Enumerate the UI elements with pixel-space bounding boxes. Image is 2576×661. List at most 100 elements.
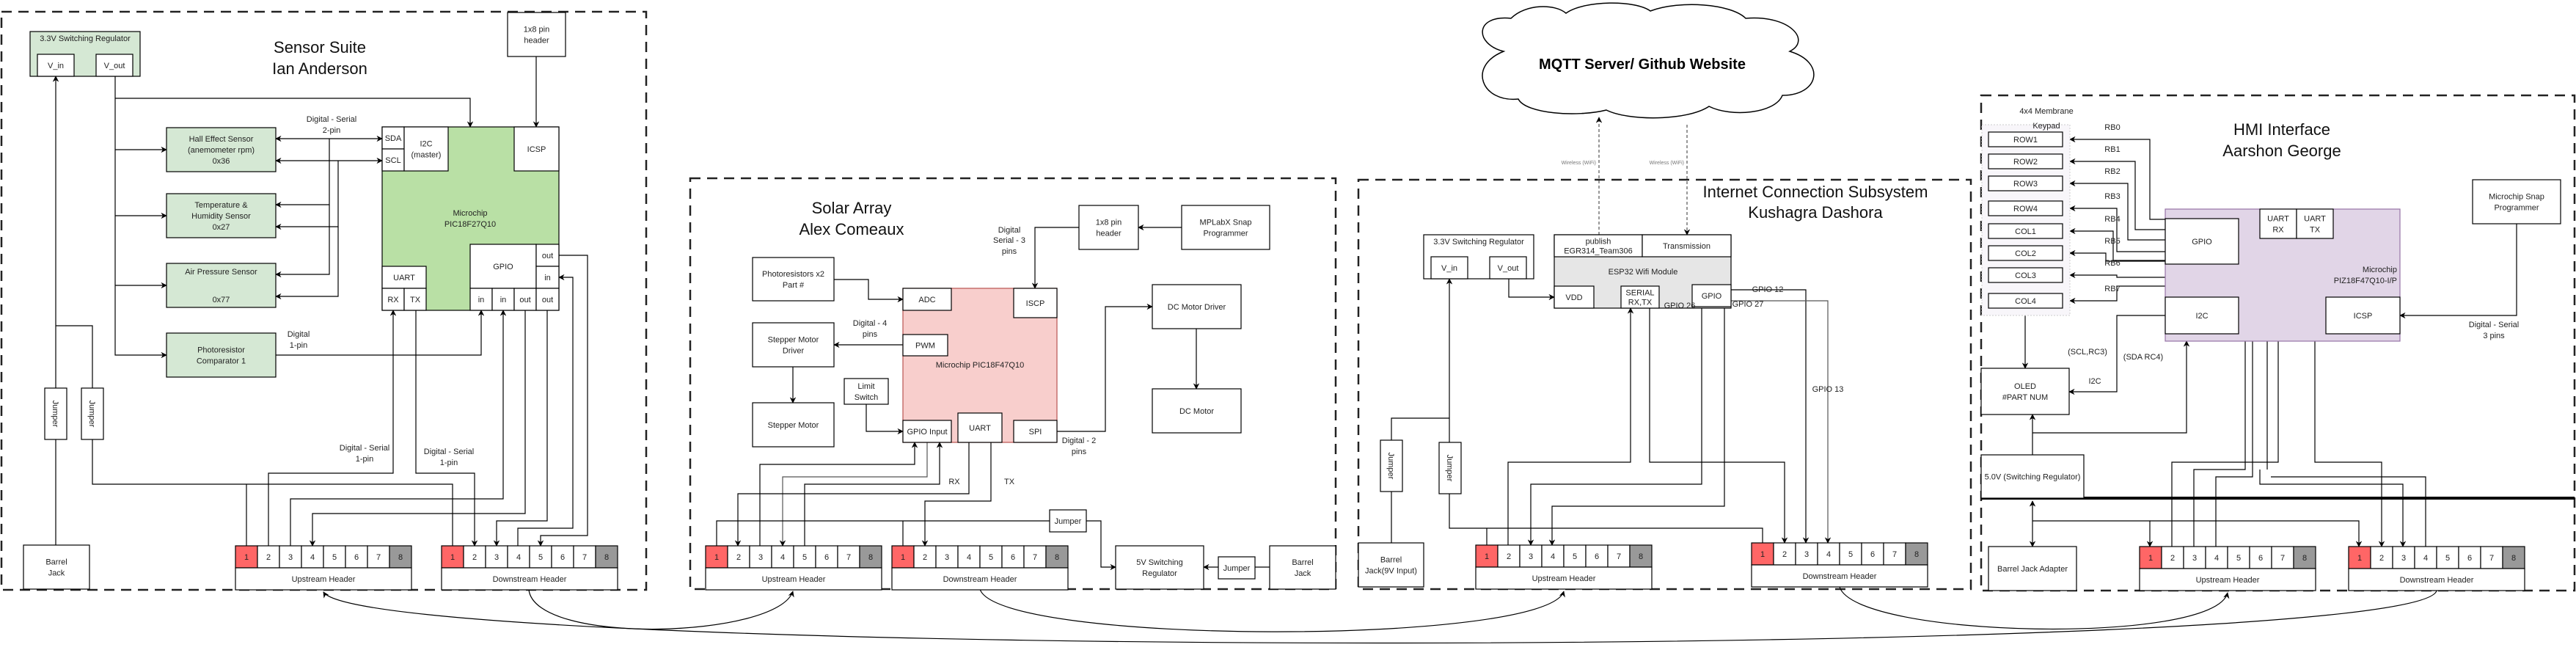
wireless-label: Wireless (WiFi) (1562, 161, 1596, 166)
header-pin-7: 7 (837, 545, 860, 569)
header-pin-7: 7 (1023, 545, 1047, 569)
wire (804, 442, 943, 546)
keypad-group (1981, 124, 2071, 316)
wire (2271, 476, 2426, 547)
pin-number: 2 (2170, 554, 2175, 563)
wire (2069, 205, 2165, 252)
esp32-label: ESP32 Wifi Module (1609, 268, 1678, 277)
regulator-5v-label: 5V Switching (1136, 558, 1183, 567)
jumper: Jumper (81, 387, 104, 440)
stepper-motor-driver-label: Driver (783, 347, 805, 356)
header-pin-3: 3 (1519, 544, 1543, 568)
pin-number: 4 (2214, 554, 2219, 563)
pin-number: 5 (2236, 554, 2241, 563)
rb-pin-label: RB7 (2104, 285, 2120, 293)
header-label: Upstream Header (1532, 574, 1596, 583)
rb-pin-label: RB0 (2104, 123, 2120, 132)
section-title: Internet Connection Subsystem (1703, 183, 1928, 201)
wire (415, 310, 478, 547)
dc-motor-driver: DC Motor Driver (1152, 284, 1242, 329)
mcu-label: Microchip (453, 209, 487, 218)
header-label: Downstream Header (1803, 572, 1877, 581)
wire (1731, 289, 1810, 544)
pin-number: 6 (560, 553, 565, 562)
gpio-label: GPIO 12 (1752, 285, 1784, 294)
pin-number: 7 (2489, 554, 2494, 563)
rx-pin-label: RX (387, 296, 399, 304)
header-pin-3: 3 (749, 545, 772, 569)
pin-number: 1 (714, 553, 719, 562)
limit-switch-label: Limit (857, 382, 874, 391)
mplabx-snap-programmer-label: Programmer (1203, 230, 1248, 238)
dc-motor-label: DC Motor (1179, 407, 1214, 416)
temp-humidity-sensor-label: Humidity Sensor (191, 212, 251, 221)
link-label: Digital - Serial (307, 115, 356, 124)
pin-number: 4 (516, 553, 521, 562)
link-label: pins (863, 330, 878, 339)
section-title: Solar Array (812, 199, 892, 217)
wire (275, 139, 330, 208)
link-label: 2-pin (323, 126, 340, 135)
air-pressure-sensor-label: 0x77 (213, 296, 230, 304)
hall-effect-sensor-label: 0x36 (213, 157, 230, 166)
section-author: Ian Anderson (272, 59, 367, 78)
gpio-in-pin: in (491, 288, 515, 311)
barrel-jack-label: Jack (48, 569, 65, 578)
pin-header-1x8-label: header (524, 37, 549, 45)
uart-block: UART (381, 266, 427, 289)
wire (779, 442, 928, 547)
pin-number: 1 (1485, 552, 1489, 561)
header-pin-3: 3 (2183, 546, 2206, 569)
pin-number: 7 (582, 553, 587, 562)
vin-pin: V_in (37, 54, 75, 77)
vin-pin-label: V_in (48, 62, 64, 70)
header-label: Downstream Header (943, 575, 1017, 584)
vin-pin-label: V_in (1441, 264, 1457, 273)
wire (1731, 300, 1832, 544)
keypad-col3: COL3 (1988, 267, 2063, 283)
wire (834, 279, 904, 303)
wire (759, 442, 918, 546)
gpio-out-pin: out (535, 244, 560, 267)
barrel-jack-label: Barrel (45, 558, 67, 567)
i2c-block-label: I2C (2195, 312, 2208, 321)
mcu-label: Microchip (2363, 266, 2397, 274)
gpio-label: GPIO 13 (1812, 385, 1844, 394)
uart-block: UART (957, 412, 1003, 443)
pin-number: 8 (604, 553, 609, 562)
header-pin-1: 1 (2348, 546, 2371, 569)
hall-effect-sensor-label: Hall Effect Sensor (189, 135, 254, 144)
jumper-label: Jumper (51, 401, 59, 428)
wire (1031, 227, 1079, 289)
photoresistors-label: Part # (783, 281, 805, 290)
photoresistor-comparator-label: Comparator 1 (197, 357, 246, 366)
header-pin-3: 3 (935, 545, 959, 569)
mcu-label: Microchip PIC18F47Q10 (936, 361, 1024, 370)
header-pin-7: 7 (2271, 546, 2294, 569)
vin-pin: V_in (1430, 256, 1468, 280)
pin-number: 8 (398, 553, 403, 562)
keypad-row4-label: ROW4 (2013, 205, 2038, 213)
pin-number: 7 (1033, 553, 1037, 562)
wire (56, 325, 93, 388)
stepper-motor: Stepper Motor (752, 402, 835, 448)
pin-number: 6 (2258, 554, 2263, 563)
uart-rx-block-label: RX (2272, 226, 2284, 235)
header-pin-5: 5 (793, 545, 816, 569)
pwm-block-label: PWM (915, 342, 935, 351)
keypad-row1: ROW1 (1988, 131, 2063, 147)
keypad-row2-label: ROW2 (2013, 158, 2038, 167)
i2c-master-block-label: (master) (411, 151, 442, 160)
serial-rx-tx-block-label: RX,TX (1628, 299, 1653, 307)
icsp-block: ICSP (2325, 296, 2401, 335)
i2c-master-block: I2C(master) (403, 126, 449, 172)
stepper-motor-driver-label: Stepper Motor (768, 336, 819, 345)
link-label: Digital - Serial (424, 448, 474, 456)
header-pin-8: 8 (1045, 545, 1069, 569)
pin-number: 5 (802, 553, 807, 562)
pin-number: 7 (846, 553, 851, 562)
